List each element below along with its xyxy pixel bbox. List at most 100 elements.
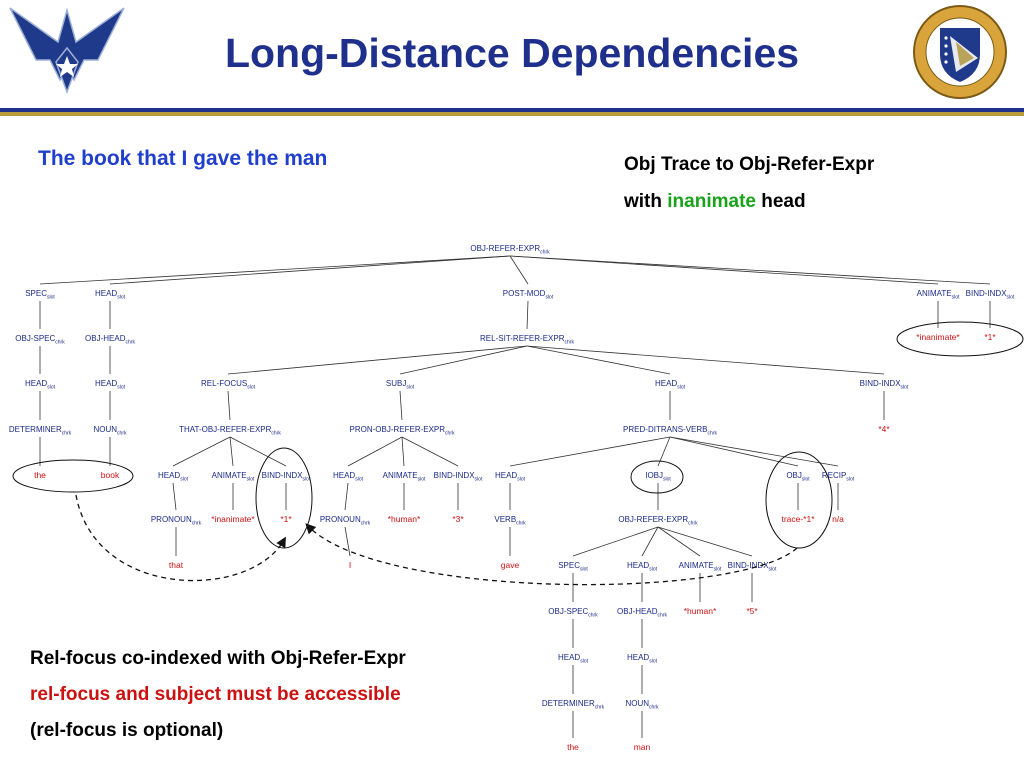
tree-leaf: *5* xyxy=(746,606,758,616)
description-post: head xyxy=(755,191,806,212)
notes: Rel-focus co-indexed with Obj-Refer-Expr… xyxy=(30,641,406,749)
tree-edge xyxy=(229,436,234,467)
tree-node: HEADslot xyxy=(333,471,364,483)
highlight-ellipse xyxy=(630,460,684,494)
tree-leaf: that xyxy=(169,560,184,570)
tree-node: HEADslot xyxy=(95,289,126,301)
tree-node: PRONOUNchrk xyxy=(151,515,202,527)
tree-edge xyxy=(641,526,659,557)
tree-edge xyxy=(526,300,529,330)
tree-node: BIND-INDXslot xyxy=(860,379,909,391)
tree-leaf: *inanimate* xyxy=(211,514,255,524)
tree-node: OBJ-HEADchrk xyxy=(617,607,667,619)
tree-edge xyxy=(227,345,528,375)
tree-edge xyxy=(509,255,939,285)
tree-node: VERBchrk xyxy=(494,515,526,527)
tree-node: POST-MODslot xyxy=(503,289,554,301)
tree-node: ANIMATEslot xyxy=(679,561,722,573)
tree-leaf: the xyxy=(34,470,46,480)
tree-node: HEADslot xyxy=(627,561,658,573)
tree-leaf: *1* xyxy=(280,514,292,524)
tree-leaf: book xyxy=(101,470,120,480)
tree-node: DETERMINERchrk xyxy=(9,425,72,437)
tree-node: ANIMATEslot xyxy=(212,471,255,483)
description-line-2: with inanimate head xyxy=(624,183,874,220)
tree-edge xyxy=(401,436,405,467)
tree-node: OBJ-REFER-EXPRchrk xyxy=(470,244,550,256)
tree-node: PRED-DITRANS-VERBchrk xyxy=(623,425,717,437)
page-title: Long-Distance Dependencies xyxy=(224,30,800,76)
tree-edge xyxy=(399,345,528,375)
tree-node: OBJslot xyxy=(786,471,810,483)
tree-edge xyxy=(344,482,349,511)
tree-node: NOUNchrk xyxy=(93,425,127,437)
title-rule xyxy=(0,108,1024,118)
air-force-wings-logo xyxy=(9,7,125,95)
tree-node: ANIMATEslot xyxy=(917,289,960,301)
description-highlight: inanimate xyxy=(667,191,756,212)
tree-node: OBJ-SPECchrk xyxy=(15,334,65,346)
tree-edge xyxy=(172,482,177,511)
tree-leaf: *inanimate* xyxy=(916,332,960,342)
tree-leaf: *human* xyxy=(684,606,717,616)
description: Obj Trace to Obj-Refer-Expr with inanima… xyxy=(624,146,874,220)
tree-node: HEADslot xyxy=(495,471,526,483)
tree-edge xyxy=(669,436,799,467)
tree-node: SPECslot xyxy=(25,289,55,301)
tree-edges xyxy=(39,255,991,738)
tree-node: IOBJslot xyxy=(645,471,671,483)
tree-edge xyxy=(509,255,991,285)
tree-node: OBJ-HEADchrk xyxy=(85,334,135,346)
tree-edge xyxy=(509,255,529,285)
tree-leaf: the xyxy=(567,742,579,752)
tree-leaf: gave xyxy=(501,560,520,570)
tree-node: PRON-OBJ-REFER-EXPRchrk xyxy=(349,425,455,437)
highlight-ellipse xyxy=(896,321,1024,357)
highlight-ellipse xyxy=(255,447,313,549)
tree-node: BIND-INDXslot xyxy=(262,471,311,483)
tree-node: ANIMATEslot xyxy=(383,471,426,483)
tree-node: HEADslot xyxy=(95,379,126,391)
tree-node: BIND-INDXslot xyxy=(728,561,777,573)
tree-edge xyxy=(39,255,511,285)
tree-leaf: *4* xyxy=(878,424,890,434)
tree-node: OBJ-SPECchrk xyxy=(548,607,598,619)
tree-edge xyxy=(229,436,287,467)
tree-node: SPECslot xyxy=(558,561,588,573)
highlight-ellipse xyxy=(765,451,833,549)
example-sentence: The book that I gave the man xyxy=(38,147,328,170)
tree-node: HEADslot xyxy=(627,653,658,665)
tree-leaf: n/a xyxy=(832,514,844,524)
tree-edge xyxy=(669,436,839,467)
tree-node: PRONOUNchrk xyxy=(320,515,371,527)
tree-node: THAT-OBJ-REFER-EXPRchrk xyxy=(179,425,281,437)
tree-leaf: I xyxy=(349,560,351,570)
tree-leaf: *human* xyxy=(388,514,421,524)
description-pre: with xyxy=(624,191,668,212)
tree-edge xyxy=(399,390,403,421)
tree-node: BIND-INDXslot xyxy=(966,289,1015,301)
tree-edge xyxy=(344,526,351,557)
tree-edge xyxy=(401,436,459,467)
tree-edge xyxy=(347,436,403,467)
note-line-1: Rel-focus co-indexed with Obj-Refer-Expr xyxy=(30,648,406,669)
highlight-ellipse xyxy=(12,459,134,493)
tree-edge xyxy=(526,345,885,375)
tree-node: DETERMINERchrk xyxy=(542,699,605,711)
tree-edge xyxy=(572,526,659,557)
description-line-1: Obj Trace to Obj-Refer-Expr xyxy=(624,154,875,175)
tree-node: BIND-INDXslot xyxy=(434,471,483,483)
tree-node: HEADslot xyxy=(25,379,56,391)
coindex-arrow-relfocus xyxy=(75,494,286,582)
tree-edge xyxy=(526,345,671,375)
tree-node: HEADslot xyxy=(558,653,589,665)
tree-leaf: *3* xyxy=(452,514,464,524)
tree-node: REL-SIT-REFER-EXPRchrk xyxy=(480,334,574,346)
tree-edge xyxy=(227,390,231,421)
note-line-2: rel-focus and subject must be accessible xyxy=(30,684,401,705)
tree-node: SUBJslot xyxy=(386,379,415,391)
coindex-arrow-trace xyxy=(305,523,798,586)
tree-node: RECIPslot xyxy=(822,471,855,483)
tree-node: HEADslot xyxy=(655,379,686,391)
